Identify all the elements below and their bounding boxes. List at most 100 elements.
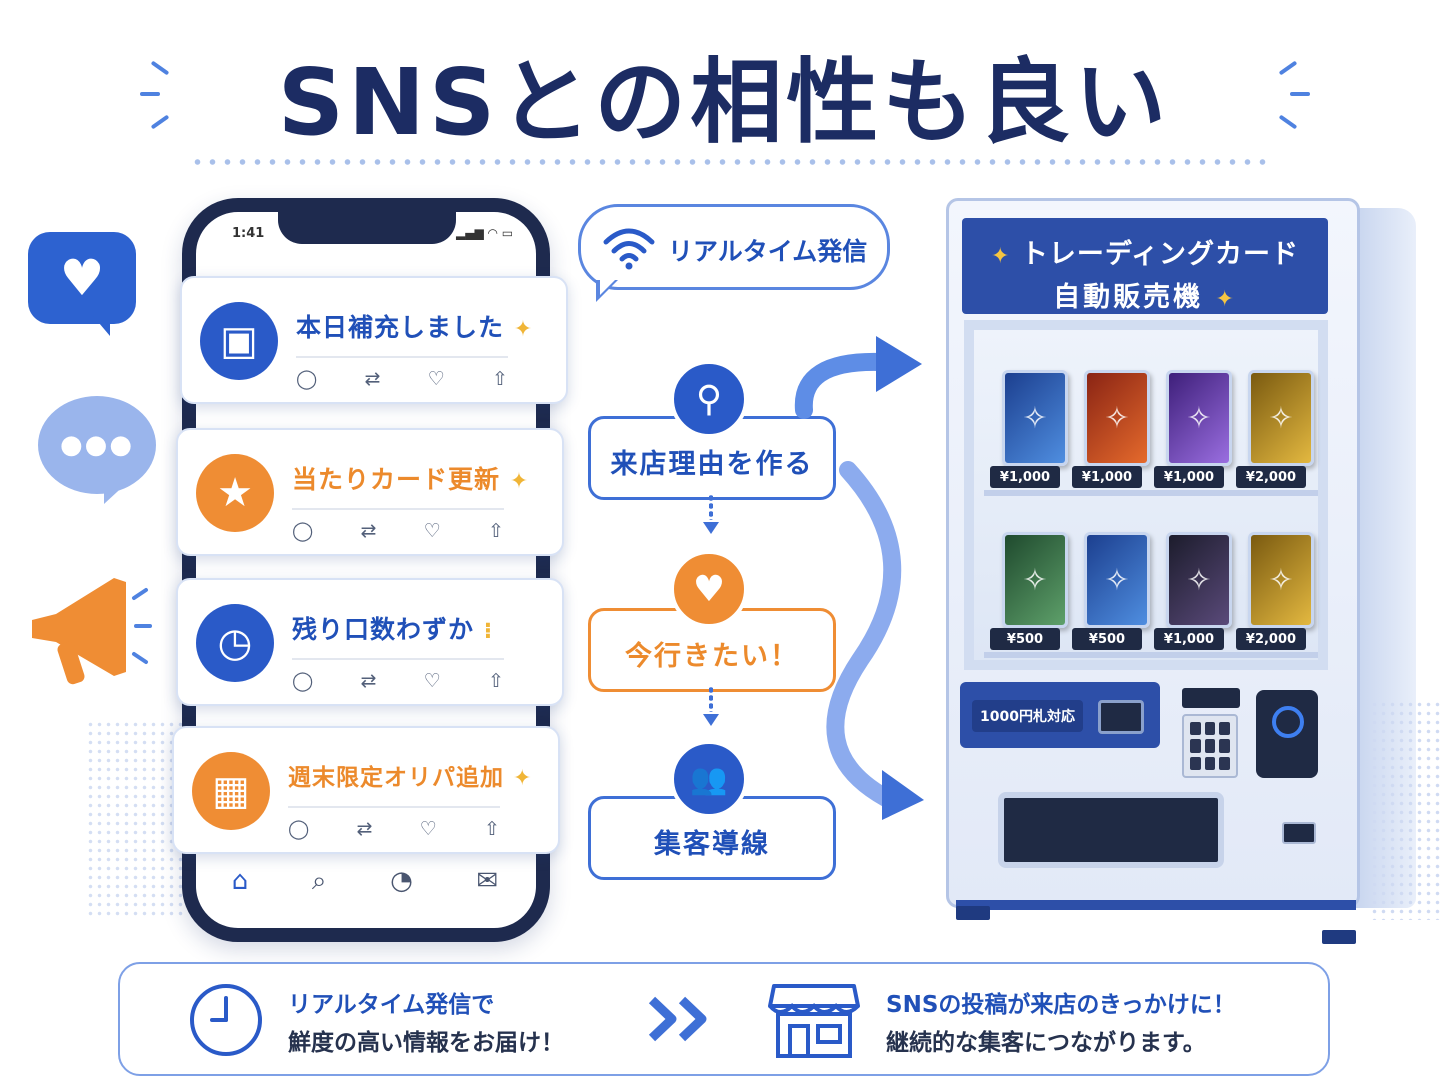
bell-icon[interactable]: ◔ <box>390 866 413 896</box>
flow-curve-arrows <box>794 336 924 820</box>
card-pack[interactable]: ✧ <box>1084 532 1150 628</box>
bubble-tail <box>88 310 110 336</box>
phone-tab-bar: ⌂ ⌕ ◔ ✉ <box>200 866 530 897</box>
banner-right-text: SNSの投稿が来店のきっかけに！ 継続的な集客につながります。 <box>886 986 1236 1062</box>
card-pack[interactable]: ✧ <box>1166 532 1232 628</box>
status-icons: ▂▄▆ ◠ ▭ <box>456 226 514 240</box>
heart-icon: ♥ <box>670 550 748 628</box>
star-icon: ★ <box>196 454 274 532</box>
store-icon <box>768 984 860 1058</box>
bill-label: 1000円札対応 <box>972 700 1083 732</box>
price-tag: ¥1,000 <box>990 466 1060 488</box>
sns-post[interactable]: ◷ 残り口数わずか ⁝ ◯ ⇄ ♡ ⇧ <box>176 578 564 706</box>
banner-right-line1: SNSの投稿が来店のきっかけに！ <box>886 992 1236 1018</box>
dotted-connector <box>709 494 713 520</box>
price-tag: ¥1,000 <box>1154 628 1224 650</box>
flow-step-label: 今行きたい！ <box>625 640 799 672</box>
share-icon[interactable]: ⇧ <box>484 818 500 840</box>
repost-icon[interactable]: ⇄ <box>360 520 377 542</box>
vending-foot <box>956 906 990 920</box>
dotted-connector <box>709 686 713 712</box>
price-tag: ¥1,000 <box>1154 466 1224 488</box>
reply-icon[interactable]: ◯ <box>296 368 318 390</box>
dot-texture <box>86 720 186 920</box>
sns-post[interactable]: ★ 当たりカード更新 ✦ ◯ ⇄ ♡ ⇧ <box>176 428 564 556</box>
card-pack[interactable]: ✧ <box>1084 370 1150 466</box>
bubble-tail <box>104 480 130 504</box>
post-text: 本日補充しました ✦ <box>296 313 534 342</box>
sns-post[interactable]: ▦ 週末限定オリパ追加 ✦ ◯ ⇄ ♡ ⇧ <box>172 726 560 854</box>
sns-post[interactable]: ▣ 本日補充しました ✦ ◯ ⇄ ♡ ⇧ <box>180 276 568 404</box>
display-screen <box>1182 688 1240 708</box>
like-icon[interactable]: ♡ <box>423 520 441 542</box>
down-arrow <box>703 714 719 726</box>
reply-icon[interactable]: ◯ <box>292 520 314 542</box>
banner-left-text: リアルタイム発信で 鮮度の高い情報をお届け！ <box>288 986 564 1062</box>
vending-foot <box>1322 930 1356 944</box>
card-pack[interactable]: ✧ <box>1166 370 1232 466</box>
price-tag: ¥2,000 <box>1236 466 1306 488</box>
like-icon[interactable]: ♡ <box>427 368 445 390</box>
post-actions: ◯ ⇄ ♡ ⇧ <box>292 670 504 692</box>
mail-icon[interactable]: ✉ <box>476 866 499 896</box>
like-icon[interactable]: ♡ <box>419 818 437 840</box>
price-tag: ¥1,000 <box>1072 466 1142 488</box>
like-icon[interactable]: ♡ <box>423 670 441 692</box>
wifi-icon <box>603 228 655 270</box>
phone-notch <box>278 206 456 244</box>
post-actions: ◯ ⇄ ♡ ⇧ <box>296 368 508 390</box>
vending-subtitle: 自動販売機 <box>1053 282 1204 313</box>
share-icon[interactable]: ⇧ <box>492 368 508 390</box>
share-icon[interactable]: ⇧ <box>488 670 504 692</box>
people-icon: 👥 <box>670 740 748 818</box>
clock-icon <box>190 984 262 1056</box>
megaphone-icon <box>32 578 152 685</box>
sparkle-ray <box>1290 92 1310 96</box>
vending-base <box>956 900 1356 910</box>
card-pack[interactable]: ✧ <box>1002 532 1068 628</box>
bubble-tail-inner <box>600 280 615 295</box>
page-title: SNSとの相性も良い <box>277 49 1171 156</box>
card-pack[interactable]: ✧ <box>1248 532 1314 628</box>
post-text: 当たりカード更新 ✦ <box>292 465 530 494</box>
banner-right-line2: 継続的な集客につながります。 <box>886 1030 1206 1056</box>
repost-icon[interactable]: ⇄ <box>364 368 381 390</box>
reply-icon[interactable]: ◯ <box>288 818 310 840</box>
post-divider <box>292 508 504 510</box>
heart-bubble-icon: ♥ <box>28 232 136 324</box>
product-outlet[interactable] <box>998 792 1224 868</box>
sparkle-ray <box>140 92 160 96</box>
reply-icon[interactable]: ◯ <box>292 670 314 692</box>
price-tag: ¥500 <box>990 628 1060 650</box>
price-tag: ¥500 <box>1072 628 1142 650</box>
gift-icon: ▦ <box>192 752 270 830</box>
dotted-divider <box>190 158 1270 166</box>
summary-banner <box>118 962 1330 1076</box>
flow-step-label: 来店理由を作る <box>610 448 814 480</box>
keypad[interactable] <box>1182 714 1238 778</box>
realtime-bubble <box>578 204 890 290</box>
nfc-reader-icon <box>1272 706 1304 738</box>
post-text: 週末限定オリパ追加 ✦ <box>288 765 533 791</box>
card-pack[interactable]: ✧ <box>1002 370 1068 466</box>
price-tag: ¥2,000 <box>1236 628 1306 650</box>
home-icon[interactable]: ⌂ <box>231 866 249 896</box>
double-chevron-right-icon <box>648 996 707 1042</box>
coin-return[interactable] <box>1282 822 1316 844</box>
post-divider <box>296 356 508 358</box>
status-time: 1:41 <box>232 226 265 241</box>
vending-machine-header: ✦ トレーディングカード 自動販売機 ✦ <box>962 218 1328 314</box>
card-pack[interactable]: ✧ <box>1248 370 1314 466</box>
repost-icon[interactable]: ⇄ <box>356 818 373 840</box>
vending-title: トレーディングカード <box>1020 239 1299 270</box>
clock-icon: ◷ <box>196 604 274 682</box>
share-icon[interactable]: ⇧ <box>488 520 504 542</box>
banner-left-line2: 鮮度の高い情報をお届け！ <box>288 1030 564 1056</box>
dot-texture <box>1370 700 1444 920</box>
shelf <box>984 652 1318 658</box>
realtime-label: リアルタイム発信 <box>668 237 868 266</box>
search-icon[interactable]: ⌕ <box>311 866 327 896</box>
post-divider <box>292 658 504 660</box>
bill-slot[interactable] <box>1098 700 1144 734</box>
repost-icon[interactable]: ⇄ <box>360 670 377 692</box>
